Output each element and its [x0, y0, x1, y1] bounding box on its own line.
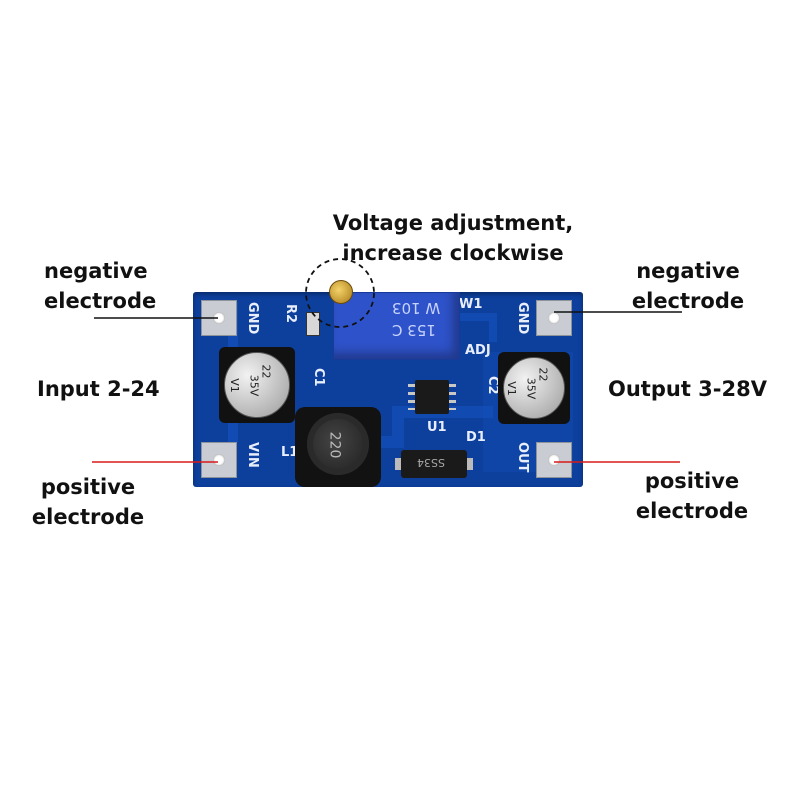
- diode-lead-left: [395, 458, 401, 470]
- pad-hole: [548, 454, 560, 466]
- cap-left-voltage: 35V: [247, 374, 261, 397]
- gnd-input-pad: [201, 300, 237, 336]
- out-pad: [536, 442, 572, 478]
- ic-pins-left: [408, 384, 415, 410]
- gnd-output-pad: [536, 300, 572, 336]
- diode-lead-right: [467, 458, 473, 470]
- w1-label: W1: [459, 297, 483, 312]
- capacitor-c1: 22 35V V1: [219, 347, 295, 423]
- r2-resistor: [306, 312, 320, 336]
- trimmer-potentiometer[interactable]: W 103 153 C: [333, 292, 460, 360]
- ic-pins-right: [449, 384, 456, 410]
- pad-hole: [213, 312, 225, 324]
- r2-label: R2: [283, 304, 298, 324]
- pos-left-line1: positive: [40, 475, 136, 499]
- pad-hole: [548, 312, 560, 324]
- l1-label: L1: [281, 445, 299, 460]
- neg-right-annotation: negative electrode: [628, 256, 748, 316]
- neg-left-annotation: negative electrode: [44, 256, 156, 316]
- adjustment-screw-icon[interactable]: [329, 280, 353, 304]
- inductor-l1: 220: [295, 407, 381, 487]
- cap-right-value: 22: [536, 367, 550, 382]
- diode-marking: SS34: [417, 456, 445, 469]
- pos-right-annotation: positive electrode: [632, 466, 752, 526]
- gnd-right-label: GND: [515, 302, 530, 335]
- pos-right-line1: positive: [644, 469, 740, 493]
- output-annotation: Output 3-28V: [608, 377, 767, 401]
- neg-right-line1: negative: [636, 259, 740, 283]
- cap-left-series: V1: [227, 378, 241, 393]
- neg-left-line2: electrode: [44, 289, 157, 313]
- inductor-core: [307, 413, 369, 475]
- adj-label: ADJ: [465, 343, 491, 358]
- diode-d1: SS34: [395, 450, 473, 478]
- cap-right-voltage: 35V: [524, 377, 538, 400]
- gnd-left-label: GND: [245, 302, 260, 335]
- pot-annotation-line2: increase clockwise: [342, 241, 564, 265]
- pot-annotation: Voltage adjustment, increase clockwise: [318, 208, 588, 268]
- input-annotation: Input 2-24: [37, 377, 160, 401]
- cap-left-value: 22: [259, 364, 273, 379]
- pos-left-annotation: positive electrode: [28, 472, 148, 532]
- d1-label: D1: [466, 430, 486, 445]
- ic-u1: [408, 380, 456, 414]
- pot-marking-2: 153 C: [392, 321, 436, 339]
- pot-marking-1: W 103: [392, 299, 441, 317]
- out-label: OUT: [515, 442, 530, 473]
- pad-hole: [213, 454, 225, 466]
- neg-right-line2: electrode: [631, 289, 745, 313]
- u1-label: U1: [427, 420, 447, 435]
- pos-left-line2: electrode: [31, 505, 145, 529]
- boost-converter-board: GND VIN GND OUT R2 W1 ADJ C1 C2 U1 D1 L1…: [193, 280, 583, 487]
- inductor-marking: 220: [326, 431, 343, 459]
- capacitor-c1-body: [224, 352, 290, 418]
- c2-label: C2: [485, 376, 500, 395]
- pos-right-line2: electrode: [635, 499, 749, 523]
- capacitor-c2-body: [503, 357, 565, 419]
- neg-left-line1: negative: [44, 259, 148, 283]
- c1-label: C1: [311, 368, 326, 387]
- cap-right-series: V1: [504, 381, 518, 396]
- pot-annotation-line1: Voltage adjustment,: [332, 211, 574, 235]
- capacitor-c2: 22 35V V1: [498, 352, 570, 424]
- vin-label: VIN: [245, 442, 260, 468]
- vin-pad: [201, 442, 237, 478]
